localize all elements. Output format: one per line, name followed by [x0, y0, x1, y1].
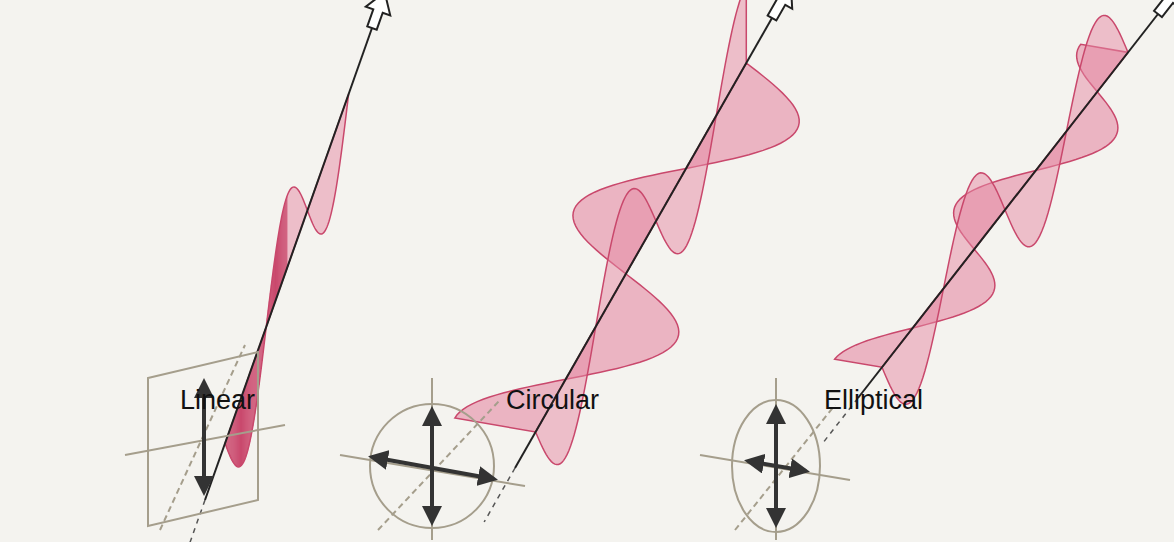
polarized-wave [185, 0, 397, 542]
propagation-axis [858, 14, 1158, 398]
linear-symbol [125, 345, 285, 530]
field-arrow [748, 461, 806, 471]
field-hatch [279, 228, 280, 289]
field-hatch [230, 429, 231, 457]
field-hatch [261, 341, 262, 369]
field-hatch [231, 426, 232, 459]
circular-symbol [340, 378, 525, 540]
field-hatch [271, 285, 272, 313]
field-hatch [280, 222, 281, 286]
polarization-label: Circular [506, 386, 599, 416]
field-hatch [283, 207, 284, 277]
axis-extension [185, 500, 205, 542]
field-hatch [237, 408, 238, 466]
field-hatch [235, 414, 236, 465]
field-hatch [282, 212, 283, 280]
field-hatch [284, 203, 285, 274]
field-hatch [255, 356, 256, 407]
field-hatch [260, 344, 261, 377]
field-hatch [272, 277, 273, 310]
field-arrow [372, 457, 494, 479]
field-hatch [274, 261, 275, 303]
field-hatch [275, 254, 276, 301]
field-hatch [232, 423, 233, 461]
field-hatch [281, 217, 282, 284]
field-hatch [233, 420, 234, 462]
polarized-wave [455, 0, 802, 522]
polarization-label: Linear [180, 386, 255, 416]
direction-arrow [360, 0, 397, 32]
field-hatch [286, 197, 287, 269]
field-hatch [273, 269, 274, 307]
polarization-label: Elliptical [824, 386, 923, 416]
polarized-wave [822, 0, 1174, 444]
field-hatch [285, 200, 286, 272]
field-hatch [276, 247, 277, 298]
field-hatch [277, 240, 278, 295]
direction-arrow [1148, 0, 1174, 22]
propagation-axis [205, 28, 372, 500]
direction-arrow [761, 0, 802, 24]
field-hatch [278, 234, 279, 292]
field-hatch [234, 417, 235, 464]
field-hatch [236, 411, 237, 466]
